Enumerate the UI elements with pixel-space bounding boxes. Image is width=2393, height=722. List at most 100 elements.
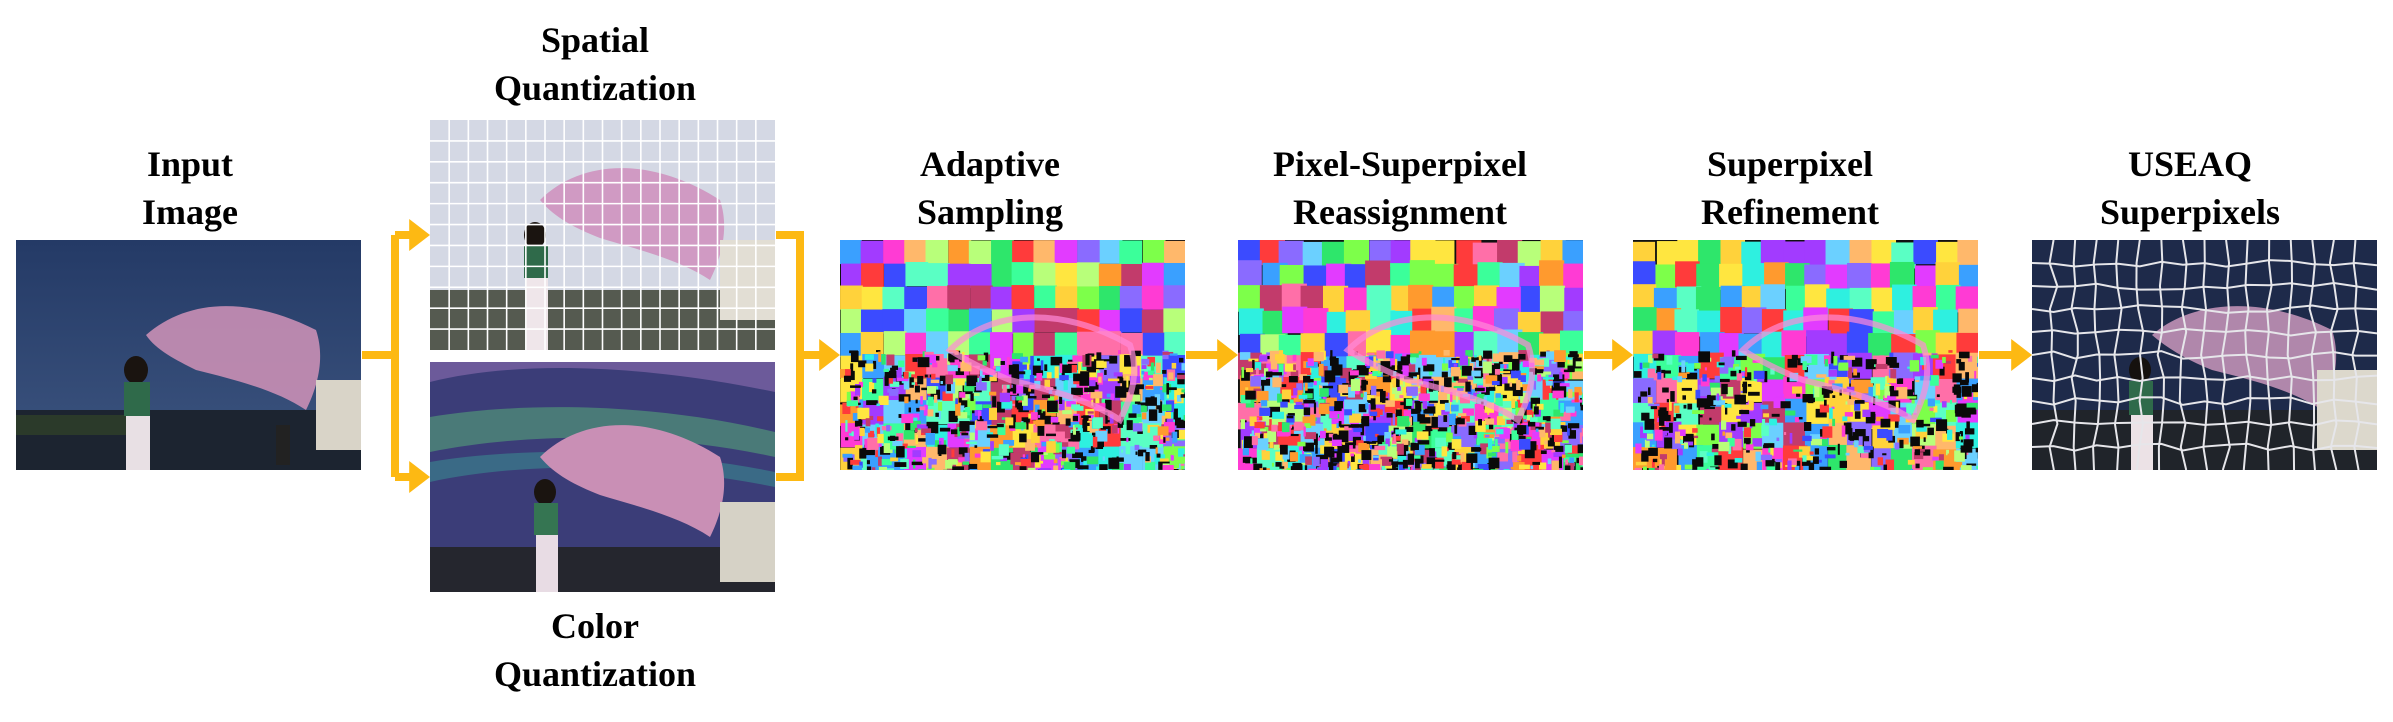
fine-segment: [986, 434, 999, 438]
fine-segment: [1536, 373, 1546, 377]
fine-segment: [1181, 363, 1185, 371]
fine-segment: [1637, 396, 1642, 403]
fine-segment: [1452, 452, 1457, 460]
fine-segment: [1886, 377, 1894, 383]
fine-segment: [1877, 429, 1889, 439]
fine-segment: [1395, 353, 1403, 366]
fine-segment: [1369, 464, 1381, 470]
fine-segment: [1402, 380, 1406, 388]
superpixel-cell: [990, 286, 1014, 311]
fine-segment: [1126, 420, 1133, 431]
fine-segment: [1815, 408, 1827, 418]
fine-segment: [1681, 360, 1686, 373]
fine-segment: [1459, 355, 1468, 366]
fine-segment: [1001, 417, 1009, 420]
fine-segment: [1954, 404, 1965, 414]
fine-segment: [1761, 425, 1769, 437]
fine-segment: [903, 449, 908, 459]
fine-segment: [1964, 428, 1975, 435]
fine-segment: [1087, 353, 1095, 357]
fine-segment: [1476, 393, 1485, 400]
fine-segment: [1910, 436, 1920, 447]
fine-segment: [1280, 444, 1288, 455]
superpixel-cell: [1099, 285, 1122, 311]
fine-segment: [1176, 374, 1185, 380]
fine-segment: [1473, 447, 1482, 451]
fine-segment: [1021, 417, 1030, 423]
fine-segment: [1553, 409, 1564, 417]
fine-segment: [1293, 390, 1303, 402]
fine-segment: [1095, 446, 1104, 450]
fine-segment: [1387, 446, 1397, 458]
superpixel-cell: [1011, 262, 1035, 287]
fine-segment: [1290, 399, 1294, 404]
boundary-line: [2032, 350, 2377, 360]
fine-segment: [1441, 371, 1448, 378]
fine-segment: [1412, 443, 1419, 451]
fine-segment: [1059, 363, 1063, 373]
fine-segment: [1474, 453, 1477, 463]
fine-segment: [926, 422, 935, 427]
fine-segment: [1809, 434, 1821, 442]
fine-segment: [1155, 447, 1158, 455]
fine-segment: [840, 369, 849, 378]
fine-segment: [1487, 452, 1497, 457]
superpixel-cell: [1303, 308, 1329, 335]
fine-segment: [1784, 410, 1796, 416]
spatial-grid-lines: [430, 120, 775, 350]
fine-segment: [1345, 449, 1358, 453]
fine-segment: [883, 443, 893, 454]
fine-segment: [1286, 414, 1295, 423]
fine-segment: [1919, 449, 1931, 456]
fine-segment: [991, 455, 1004, 460]
fine-segment: [1096, 360, 1107, 368]
fine-segment: [1339, 461, 1348, 470]
fine-segment: [1672, 376, 1683, 381]
superpixel-cell: [927, 285, 950, 311]
fine-segment: [1770, 446, 1774, 456]
fine-segment: [1956, 359, 1962, 364]
fine-segment: [1532, 366, 1545, 370]
fine-segment: [919, 406, 926, 411]
superpixel-cell: [1033, 262, 1057, 287]
fine-segment: [1639, 362, 1643, 370]
fine-segment: [1418, 367, 1421, 380]
fine-segment: [1709, 382, 1720, 392]
fine-segment: [1103, 359, 1110, 362]
fine-segment: [1930, 375, 1939, 386]
fine-segment: [889, 390, 899, 396]
fine-segment: [1543, 371, 1552, 375]
fine-segment: [1748, 400, 1754, 410]
fine-segment: [1580, 405, 1583, 411]
fine-segment: [1305, 456, 1312, 465]
fine-segment: [1561, 440, 1569, 444]
fine-segment: [1533, 406, 1539, 415]
fine-segment: [1293, 421, 1305, 431]
fine-segment: [1251, 436, 1258, 446]
fine-segment: [1564, 444, 1573, 453]
fine-segment: [998, 444, 1009, 456]
fine-segment: [1695, 457, 1704, 467]
adaptive-sampling-image: [840, 240, 1185, 470]
fine-segment: [964, 434, 970, 446]
useaq-superpixel-overlay: [2032, 240, 2377, 470]
fine-segment: [1054, 366, 1059, 379]
fine-segment: [1365, 394, 1375, 401]
superpixel-cell: [1077, 240, 1100, 264]
fine-segment: [1261, 378, 1271, 386]
cloth-region: [945, 314, 1138, 425]
color-quantization-label: Color Quantization: [493, 606, 697, 694]
fine-segment: [1074, 424, 1081, 428]
fine-segment: [1549, 435, 1554, 446]
fine-segment: [1141, 365, 1147, 370]
fine-segment: [1411, 400, 1415, 409]
fine-segment: [1124, 355, 1136, 367]
fine-segment: [972, 404, 983, 411]
fine-segment: [881, 458, 892, 466]
fine-segment: [1544, 440, 1551, 445]
fine-segment: [1313, 402, 1317, 414]
fine-segment: [1158, 401, 1163, 413]
fine-segment: [1838, 362, 1849, 371]
fine-segment: [938, 437, 944, 447]
fine-segment: [1395, 429, 1407, 435]
